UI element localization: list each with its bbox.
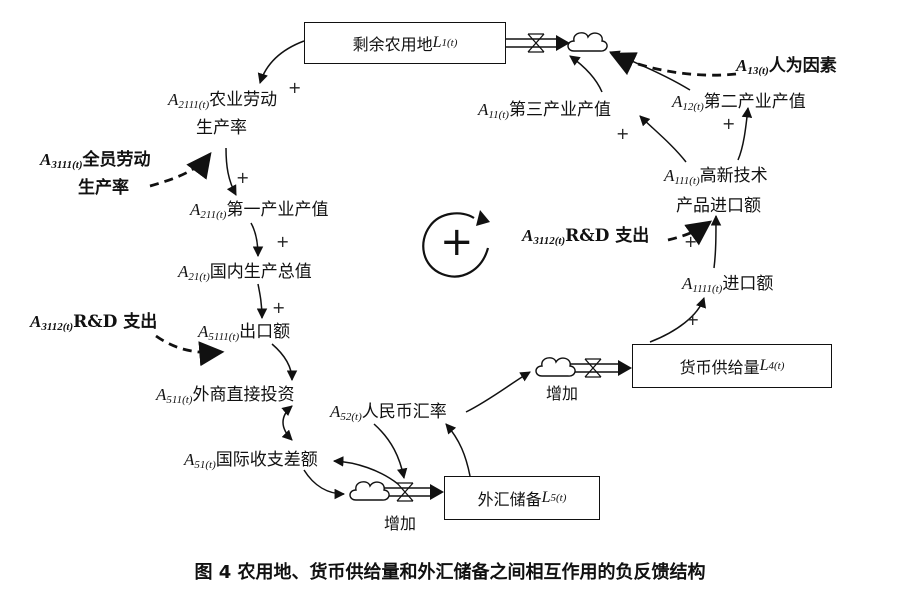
exo-a3112-left: A3112(t)R&D 支出 bbox=[30, 312, 158, 333]
loop-polarity-sign: + bbox=[440, 219, 474, 265]
stock-l5-sub: 5(t) bbox=[550, 492, 567, 504]
link-a3111-to-a2111 bbox=[149, 151, 212, 188]
link-a21-to-a5111 bbox=[256, 283, 268, 320]
var-a12: A12(t)第二产业产值 bbox=[672, 92, 806, 113]
link-a12-to-cloud bbox=[609, 50, 691, 91]
link-l5-to-a52 bbox=[445, 423, 471, 477]
link-a52-to-valve bbox=[373, 423, 408, 480]
var-a2111: A2111(t)农业劳动 bbox=[168, 90, 278, 111]
link-a11-to-cloud bbox=[569, 55, 603, 93]
exo-a13: A13(t)人为因素 bbox=[736, 56, 837, 77]
var-a52: A52(t)人民币汇率 bbox=[330, 402, 447, 423]
link-a13-to-cloud bbox=[609, 52, 737, 77]
exo-a3111-line2: 生产率 bbox=[78, 178, 129, 198]
stock-l4-sub: 4(t) bbox=[768, 360, 785, 372]
link-a211-to-a21 bbox=[250, 222, 264, 258]
exogenous-links bbox=[149, 52, 737, 367]
polarity-plus: + bbox=[236, 168, 250, 187]
stock-l4-var: L bbox=[759, 357, 769, 374]
figure-caption: 图 4 农用地、货币供给量和外汇储备之间相互作用的负反馈结构 bbox=[194, 562, 706, 583]
var-a111: A111(t)高新技术 bbox=[664, 166, 768, 187]
exo-a3112-right: A3112(t)R&D 支出 bbox=[522, 226, 650, 247]
var-a2111-line2: 生产率 bbox=[196, 118, 247, 138]
stock-l1-var: L bbox=[432, 34, 442, 51]
stock-l1-text: 剩余农用地 bbox=[352, 35, 433, 54]
polarity-plus: + bbox=[686, 310, 700, 329]
link-l1-to-a2111 bbox=[257, 40, 305, 85]
polarity-plus: + bbox=[684, 232, 698, 251]
cloud-sink-icon bbox=[567, 32, 608, 52]
polarity-plus: + bbox=[276, 232, 290, 251]
valve-icon bbox=[584, 358, 602, 378]
link-a3112-to-a5111 bbox=[155, 334, 225, 367]
var-a5111: A5111(t)出口额 bbox=[198, 322, 291, 343]
link-l4-to-a1111 bbox=[649, 297, 706, 343]
valve-icon bbox=[527, 33, 545, 53]
link-a52-to-valve-l4 bbox=[465, 371, 531, 413]
flow-pipe-l4 bbox=[566, 360, 632, 376]
link-valve-to-a51 bbox=[332, 456, 399, 485]
flow-label-increase-l5: 增加 bbox=[384, 514, 417, 533]
link-a5111-to-a511 bbox=[271, 343, 298, 382]
polarity-plus: + bbox=[272, 298, 286, 317]
polarity-plus: + bbox=[616, 124, 630, 143]
link-a1111-to-a111 bbox=[710, 214, 722, 269]
link-a511-a51 bbox=[281, 405, 293, 441]
polarity-plus: + bbox=[288, 78, 302, 97]
stock-l1-sub: 1(t) bbox=[441, 37, 458, 49]
flow-pipe-l1 bbox=[506, 35, 570, 51]
flow-label-increase-l4: 增加 bbox=[546, 384, 579, 403]
var-a211: A211(t)第一产业产值 bbox=[190, 200, 329, 221]
link-a111-to-a11 bbox=[639, 115, 687, 163]
stock-l5-text: 外汇储备 bbox=[477, 490, 542, 509]
polarity-plus: + bbox=[722, 114, 736, 133]
link-a3112-to-a111 bbox=[667, 220, 713, 246]
var-a21: A21(t)国内生产总值 bbox=[178, 262, 312, 283]
var-a111-line2: 产品进口额 bbox=[676, 196, 761, 216]
var-a11: A11(t)第三产业产值 bbox=[478, 100, 611, 121]
var-a1111: A1111(t)进口额 bbox=[682, 274, 774, 295]
exo-a3111: A3111(t)全员劳动 bbox=[40, 150, 151, 171]
loop-reinforcing-icon bbox=[422, 210, 490, 278]
cloud-source-icon bbox=[349, 481, 390, 501]
stock-l4-text: 货币供给量 bbox=[679, 358, 760, 377]
link-a111-to-a12 bbox=[737, 106, 753, 161]
link-a2111-to-a211 bbox=[225, 147, 237, 196]
stock-l5-var: L bbox=[541, 489, 551, 506]
var-a51: A51(t)国际收支差额 bbox=[184, 450, 318, 471]
var-a511: A511(t)外商直接投资 bbox=[156, 385, 295, 406]
cloud-source-icon bbox=[535, 357, 576, 377]
link-a51-to-flow bbox=[303, 469, 346, 500]
valve-icon bbox=[396, 482, 414, 502]
